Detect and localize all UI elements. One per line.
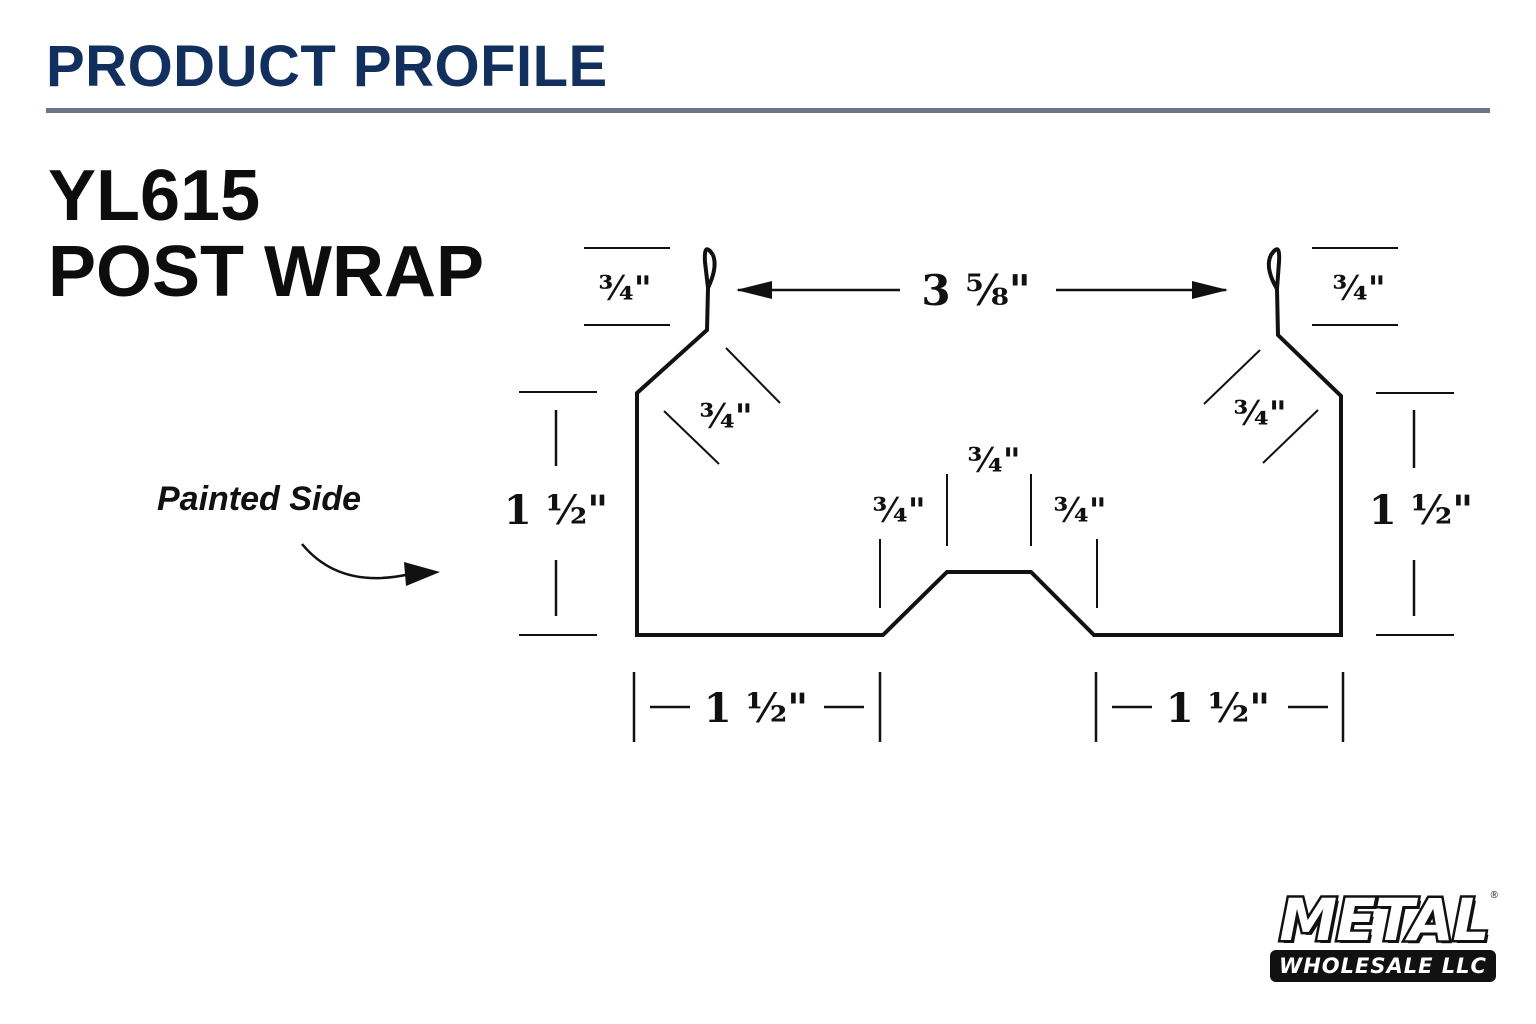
- right-hem-label: ¾": [1332, 269, 1385, 309]
- curved-arrow-icon: [301, 543, 440, 586]
- bottom-left-label: 1 ½": [704, 685, 808, 732]
- center-right-rise-label: ¾": [1053, 491, 1106, 531]
- company-logo: METAL ® WHOLESALE LLC: [1268, 886, 1500, 988]
- bottom-right-label: 1 ½": [1166, 685, 1270, 732]
- center-top-label: ¾": [967, 441, 1020, 481]
- logo-subtitle: WHOLESALE LLC: [1270, 950, 1496, 982]
- product-name: POST WRAP: [48, 232, 485, 312]
- top-width-label: 3 ⅝": [921, 266, 1030, 315]
- page-title: PRODUCT PROFILE: [46, 34, 608, 99]
- product-code: YL615: [48, 156, 261, 236]
- left-bevel-ext-top: [725, 347, 781, 404]
- product-heading: YL615 POST WRAP: [48, 158, 484, 310]
- profile-outline: [635, 247, 1343, 637]
- center-left-rise-label: ¾": [872, 491, 925, 531]
- left-hem-loop: [706, 254, 717, 289]
- logo-registered-mark: ®: [1490, 890, 1498, 901]
- right-bevel-label: ¾": [1233, 394, 1286, 434]
- painted-side-label: Painted Side: [157, 480, 362, 518]
- left-bevel-label: ¾": [699, 397, 752, 437]
- right-bevel-ext-bottom: [1262, 409, 1319, 464]
- right-bevel-ext-top: [1203, 349, 1261, 405]
- right-height-label: 1 ½": [1369, 487, 1473, 534]
- left-bevel-ext-bottom: [663, 410, 720, 465]
- header-divider: [46, 108, 1490, 113]
- logo-word: METAL: [1277, 886, 1492, 955]
- left-height-label: 1 ½": [504, 487, 608, 534]
- left-hem-label: ¾": [598, 269, 651, 309]
